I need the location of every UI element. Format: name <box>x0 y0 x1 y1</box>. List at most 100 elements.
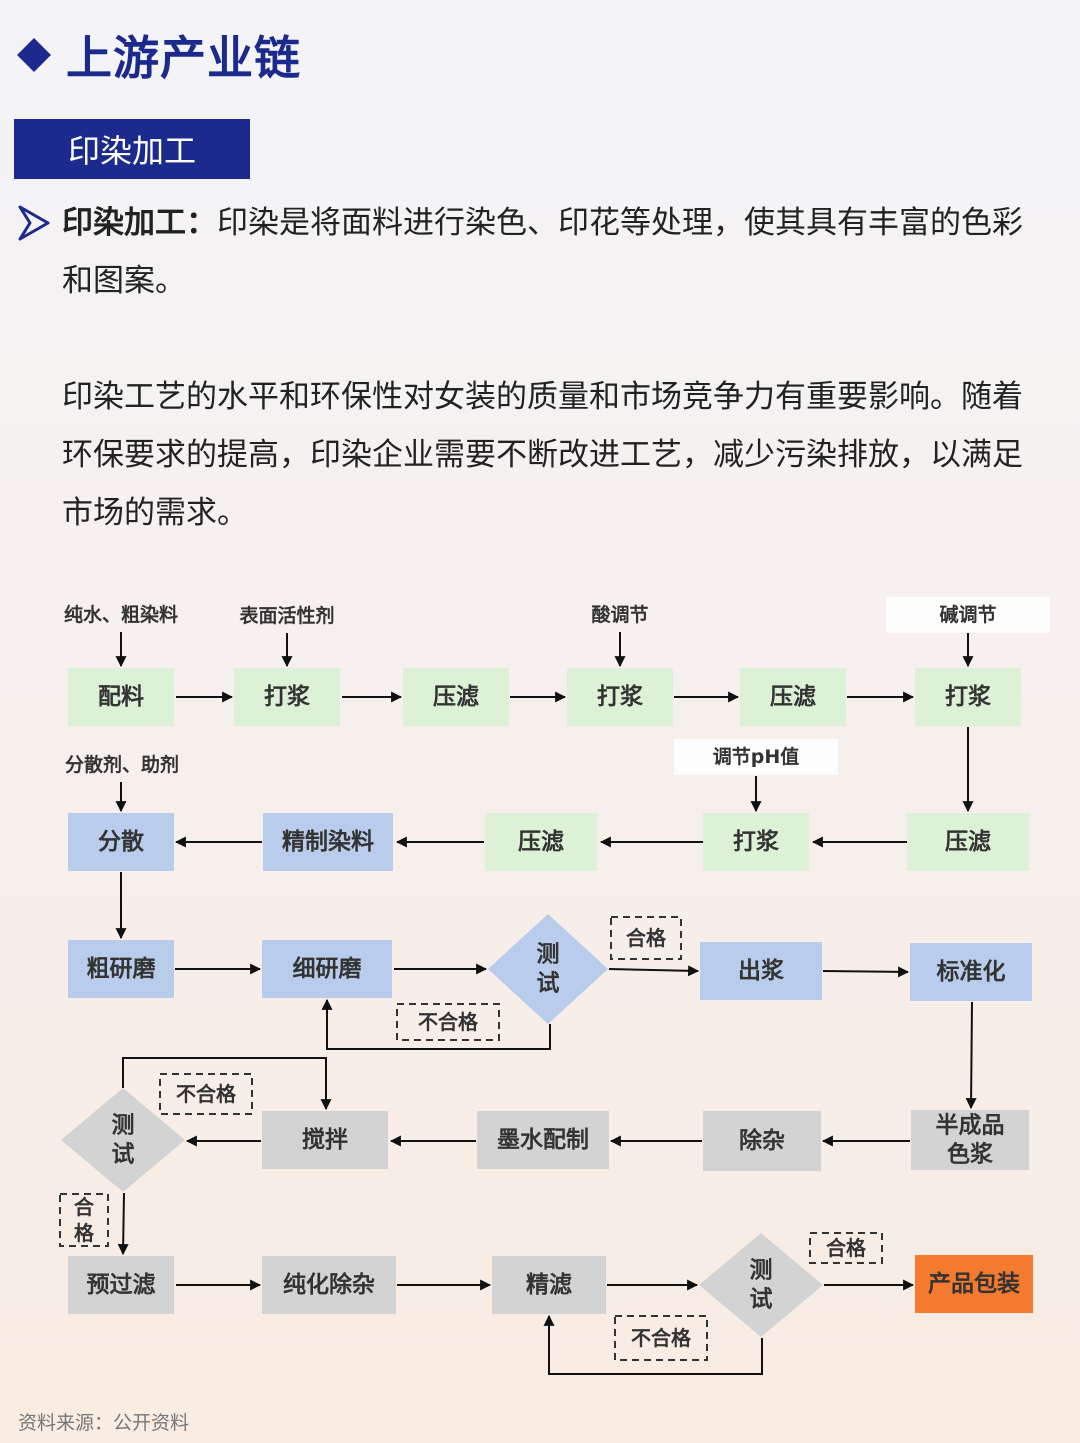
header: 上游产业链 <box>16 22 301 88</box>
condition-l3: 不合格 <box>159 1073 253 1115</box>
process-box <box>262 940 392 998</box>
input-label: 纯水、粗染料 <box>64 603 178 626</box>
flow-edges <box>115 632 977 1375</box>
condition-l2: 不合格 <box>396 1003 500 1041</box>
process-box <box>703 1111 821 1171</box>
dashed-frame <box>614 1315 708 1361</box>
intro-paragraph: 印染加工：印染是将面料进行染色、印花等处理，使其具有丰富的色彩和图案。 <box>62 194 1052 310</box>
flow-arrow <box>122 1057 332 1111</box>
node-label: 纯化除杂 <box>283 1271 375 1298</box>
detail-paragraph: 印染工艺的水平和环保性对女装的质量和市场竞争力有重要影响。随着环保要求的提高，印… <box>62 379 1023 531</box>
process-box <box>740 668 846 726</box>
flow-arrow <box>117 1192 129 1256</box>
node-label: 除杂 <box>739 1127 785 1154</box>
process-box <box>403 668 509 726</box>
node-jiaoban: 搅拌 <box>262 1111 388 1169</box>
process-box <box>485 813 597 871</box>
node-label: 细研磨 <box>293 955 362 982</box>
process-box <box>68 1256 174 1314</box>
node-chuza: 除杂 <box>703 1111 821 1171</box>
node-test2: 测试 <box>61 1088 185 1192</box>
node-label: 测试 <box>750 1258 773 1313</box>
condition-l5: 合格 <box>809 1232 883 1264</box>
node-label: 打浆 <box>264 683 310 710</box>
node-yuguolv: 预过滤 <box>68 1256 174 1314</box>
condition-l4: 合格 <box>59 1193 109 1247</box>
node-chunhua: 纯化除杂 <box>262 1256 396 1314</box>
node-label: 测试 <box>537 942 560 997</box>
flow-arrow <box>822 966 910 978</box>
process-box <box>68 940 174 998</box>
node-moshui: 墨水配制 <box>477 1111 609 1169</box>
input-label: 碱调节 <box>939 603 996 626</box>
input-label: 调节pH值 <box>713 745 800 768</box>
node-chujiang: 出浆 <box>700 942 822 1000</box>
node-yalv4: 压滤 <box>485 813 597 871</box>
node-dajiang4: 打浆 <box>703 813 809 871</box>
source-note: 资料来源：公开资料 <box>18 1412 190 1434</box>
flow-nodes: 配料打浆压滤打浆压滤打浆分散精制染料压滤打浆压滤粗研磨细研磨测试出浆标准化测试搅… <box>59 597 1050 1361</box>
decision-diamond <box>699 1233 823 1337</box>
dashed-frame <box>59 1193 109 1247</box>
process-box <box>910 943 1032 1001</box>
process-box <box>234 668 340 726</box>
process-box <box>68 813 174 871</box>
node-banchengpin: 半成品色浆 <box>911 1110 1029 1170</box>
process-box <box>915 1255 1033 1313</box>
node-dajiang2: 打浆 <box>567 668 673 726</box>
process-box <box>477 1111 609 1169</box>
node-peiliao: 配料 <box>68 668 174 726</box>
node-xiyanmo: 细研磨 <box>262 940 392 998</box>
input-in5: 分散剂、助剂 <box>65 753 179 776</box>
process-box <box>700 942 822 1000</box>
node-label: 粗研磨 <box>87 955 156 982</box>
process-box <box>263 813 393 871</box>
node-jingzhi: 精制染料 <box>263 813 393 871</box>
input-in3: 酸调节 <box>591 603 648 626</box>
node-jinglv: 精滤 <box>492 1256 606 1314</box>
section-tag: 印染加工 <box>14 119 250 179</box>
dashed-frame <box>809 1232 883 1264</box>
intro-lead: 印染加工： <box>62 205 217 241</box>
node-label: 精滤 <box>526 1272 572 1298</box>
node-label: 测试 <box>112 1113 135 1168</box>
node-yalv3: 压滤 <box>907 813 1029 871</box>
page-title: 上游产业链 <box>66 31 301 85</box>
input-label: 酸调节 <box>591 603 648 626</box>
node-cuyanmo: 粗研磨 <box>68 940 174 998</box>
node-yalv2: 压滤 <box>740 668 846 726</box>
process-box <box>567 668 673 726</box>
input-label: 表面活性剂 <box>239 604 334 627</box>
process-box <box>492 1256 606 1314</box>
input-in6: 调节pH值 <box>674 739 838 775</box>
input-highlight <box>886 597 1050 633</box>
node-label: 精制染料 <box>282 828 374 855</box>
decision-diamond <box>61 1088 185 1192</box>
condition-label: 不合格 <box>176 1082 237 1106</box>
node-test1: 测试 <box>488 914 608 1024</box>
node-yalv1: 压滤 <box>403 668 509 726</box>
condition-label: 合格 <box>826 1236 867 1260</box>
node-label: 打浆 <box>945 683 991 710</box>
process-box <box>915 668 1021 726</box>
process-box <box>262 1256 396 1314</box>
node-label: 半成品色浆 <box>936 1113 1005 1168</box>
dashed-frame <box>159 1073 253 1115</box>
node-label: 配料 <box>98 684 144 710</box>
node-label: 压滤 <box>433 684 479 710</box>
node-label: 墨水配制 <box>497 1127 589 1153</box>
process-box <box>703 813 809 871</box>
dashed-frame <box>610 916 682 960</box>
dashed-frame <box>396 1003 500 1041</box>
decision-diamond <box>488 914 608 1024</box>
flow-arrow <box>543 1314 763 1375</box>
input-highlight <box>674 739 838 775</box>
chevron-right-icon <box>18 205 50 241</box>
condition-label: 合格 <box>74 1195 95 1245</box>
flow-arrow <box>321 998 551 1050</box>
node-label: 分散 <box>98 829 144 855</box>
input-label: 分散剂、助剂 <box>65 753 179 776</box>
node-label: 搅拌 <box>302 1126 348 1153</box>
node-fensan: 分散 <box>68 813 174 871</box>
